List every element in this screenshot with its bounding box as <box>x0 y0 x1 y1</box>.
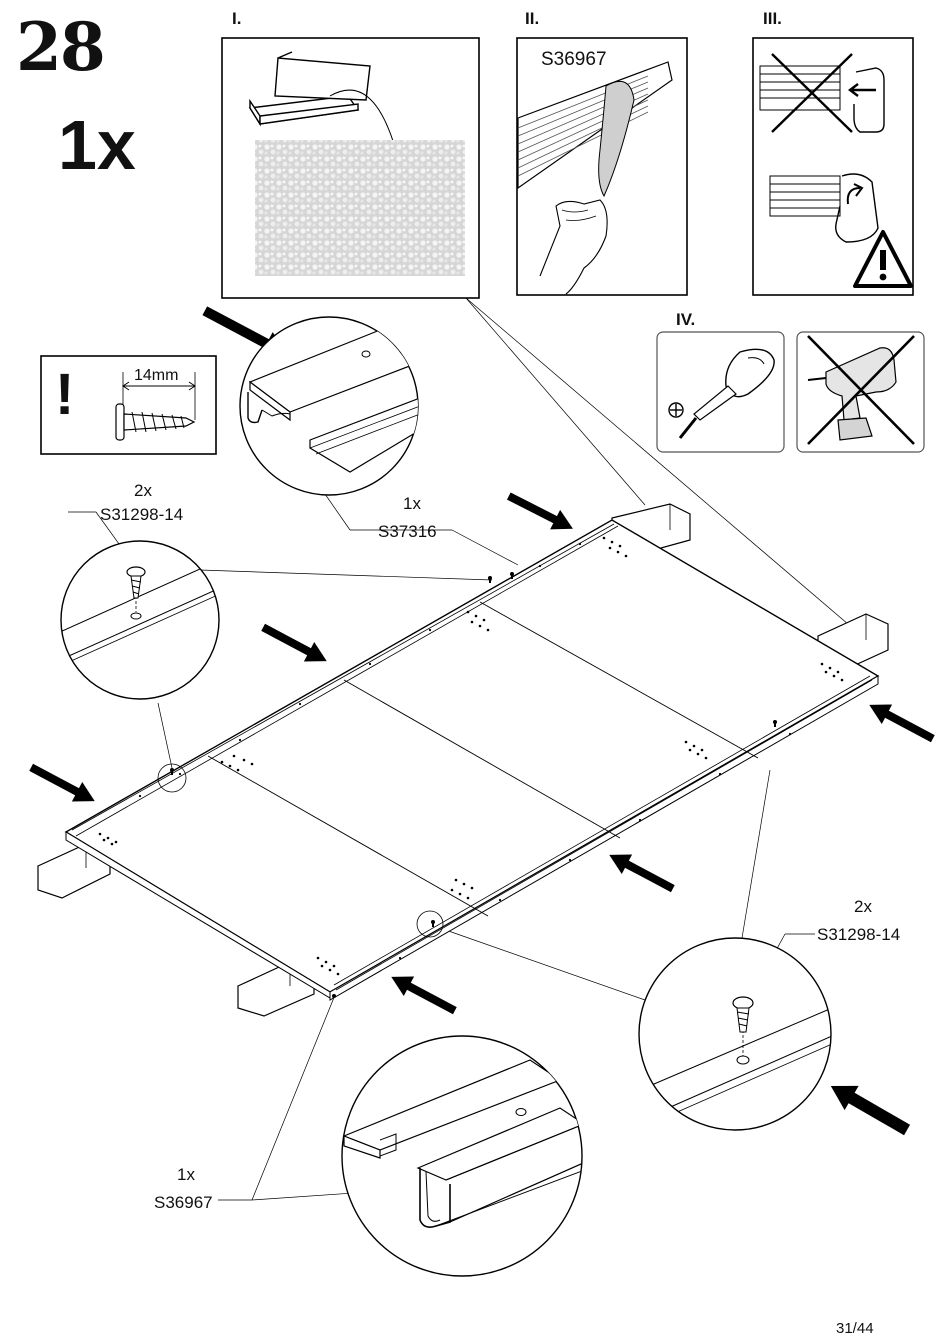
callout-qty-rail-bottom: 1x <box>177 1165 195 1184</box>
panel-ii-box <box>516 37 688 296</box>
foam-texture-icon <box>255 140 465 276</box>
open-box-icon <box>248 51 371 127</box>
panel-iv-no-drill-box <box>796 331 925 453</box>
panel-label-iii: III. <box>763 9 782 28</box>
callout-code-rail-top: S37316 <box>378 522 437 541</box>
no-slide-icon <box>759 53 885 133</box>
panel-label-ii: II. <box>525 9 540 28</box>
callout-qty-screw-right: 2x <box>854 897 872 916</box>
zoom-circle-screw-right <box>638 937 832 1131</box>
push-arrow-icon <box>29 306 935 1136</box>
step-quantity: 1x <box>58 106 136 184</box>
frame-screws <box>170 572 777 998</box>
callout-code-rail-bottom: S36967 <box>154 1193 213 1212</box>
page-number: 31/44 <box>836 1320 874 1337</box>
zoom-circle-screw-left <box>60 540 220 700</box>
callout-code-screw-right: S31298-14 <box>817 925 901 944</box>
screw-icon <box>126 566 146 599</box>
zoom-circle-rail-bottom <box>341 1035 583 1277</box>
panel-label-iv: IV. <box>676 310 696 329</box>
screw-length-label: 14mm <box>134 367 179 384</box>
screwdriver-icon <box>668 348 775 439</box>
flip-rail-icon <box>769 173 879 243</box>
panel-i-box <box>221 37 480 299</box>
step-number: 28 <box>16 8 106 86</box>
panel-iv-screwdriver-box <box>656 331 785 453</box>
zoom-circle-rail-top <box>239 316 419 496</box>
panel-iii-box <box>752 37 914 296</box>
screw-icon <box>732 996 754 1033</box>
tape-part-code: S36967 <box>541 49 607 70</box>
callout-qty-screw-left: 2x <box>134 481 152 500</box>
peel-tape-icon <box>517 61 673 295</box>
screw-icon <box>115 403 196 441</box>
screw-warning-box <box>40 355 217 455</box>
callout-qty-rail-top: 1x <box>403 494 421 513</box>
panel-screw-holes <box>98 536 844 976</box>
main-frame <box>37 503 889 1017</box>
warning-triangle-icon <box>853 230 913 288</box>
panel-label-i: I. <box>232 9 242 28</box>
warning-exclamation-icon: ! <box>55 362 75 427</box>
callout-code-screw-left: S31298-14 <box>100 505 184 524</box>
no-drill-icon <box>807 335 915 445</box>
